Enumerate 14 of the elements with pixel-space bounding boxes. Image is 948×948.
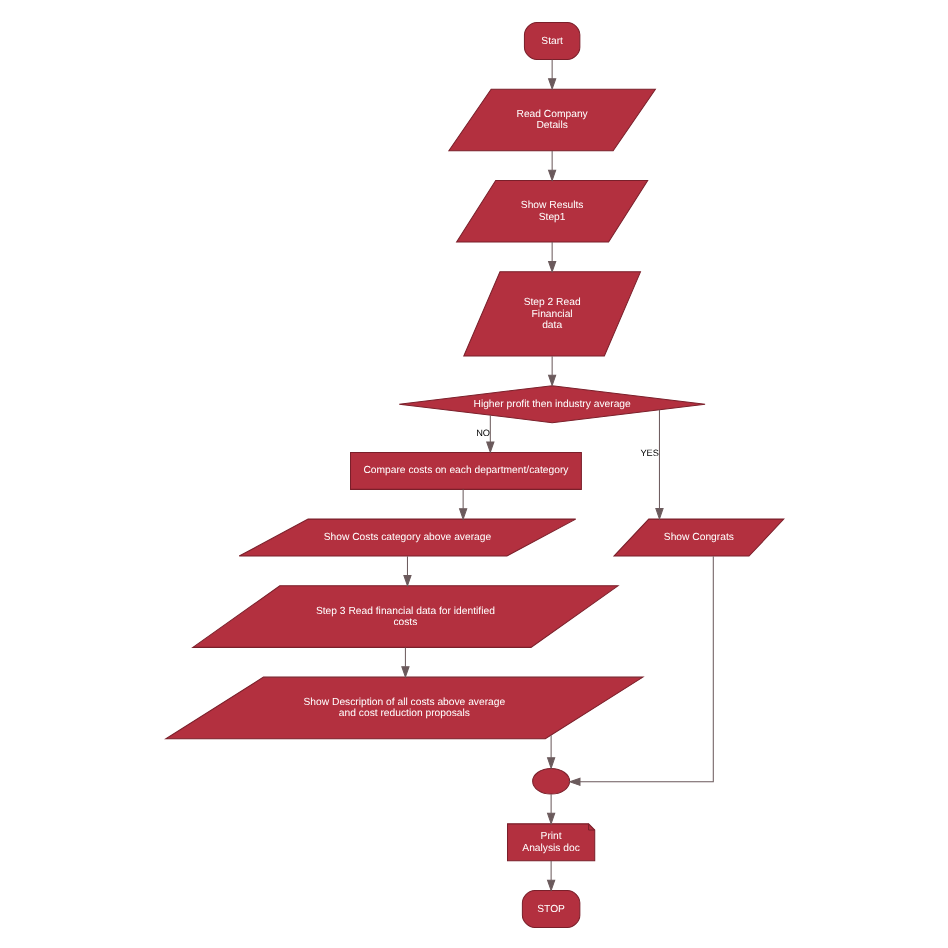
arrow	[400, 646, 409, 678]
arrow	[485, 413, 494, 453]
arrow	[567, 554, 713, 786]
arrow	[546, 240, 556, 273]
arrow	[402, 554, 411, 587]
arrow	[654, 408, 663, 520]
arrow	[545, 792, 555, 825]
arrow	[546, 58, 556, 90]
arrow	[457, 487, 467, 520]
arrow	[545, 859, 555, 892]
arrow	[546, 149, 556, 181]
arrow	[546, 354, 556, 386]
node-circle	[531, 766, 570, 794]
arrow	[545, 733, 555, 769]
